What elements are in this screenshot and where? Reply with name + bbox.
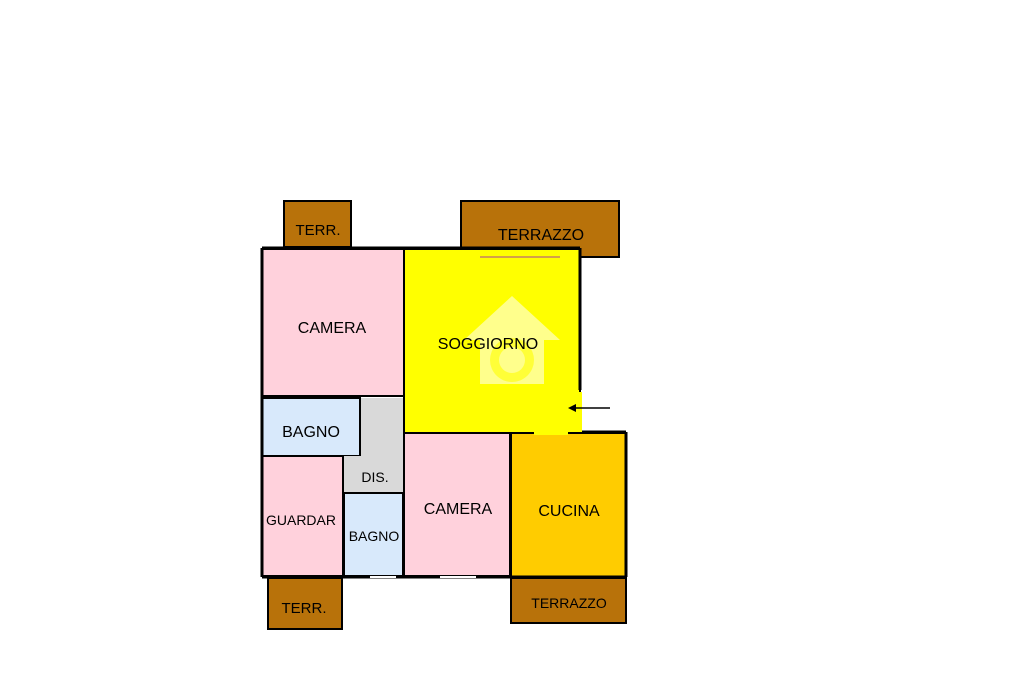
house-watermark-icon [464,296,560,384]
label-bagno-bottom: BAGNO [349,528,400,544]
terrace-bottom-right [510,577,627,624]
corridor-extension [344,456,403,492]
label-camera-top: CAMERA [298,320,367,337]
label-terrazzo-bottom: TERRAZZO [531,595,607,611]
entrance-arrow-icon [568,404,610,412]
terrace-top-left [283,200,352,248]
label-dis: DIS. [361,469,388,485]
label-soggiorno: SOGGIORNO [438,336,538,353]
bedroom-top [261,248,405,397]
label-camera-bottom: CAMERA [424,501,493,518]
living-kitchen-opening [534,430,568,435]
label-cucina: CUCINA [538,503,600,520]
label-terr-bottom: TERR. [282,600,327,617]
bedroom-bottom [403,432,511,577]
label-terr-top: TERR. [296,222,341,239]
entrance-opening [578,392,582,432]
label-bagno-top: BAGNO [282,424,340,441]
wardrobe-room [261,455,344,577]
label-terrazzo-top: TERRAZZO [498,227,584,244]
kitchen [510,432,627,578]
label-guardar: GUARDAR [266,512,336,528]
